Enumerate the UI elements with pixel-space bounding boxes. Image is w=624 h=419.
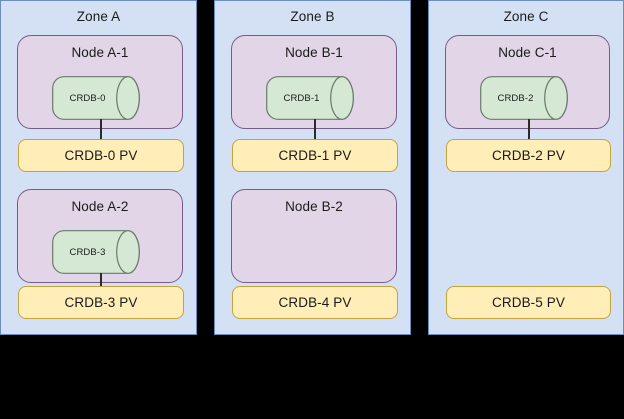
connector-crdb-1 (314, 119, 316, 139)
pv-crdb-3[interactable]: CRDB-3 PV (18, 286, 184, 319)
node-b-2[interactable]: Node B-2 (231, 189, 397, 283)
pod-crdb-1[interactable]: CRDB-1 (266, 76, 365, 120)
node-b-1-title: Node B-1 (285, 45, 343, 60)
node-c-1[interactable]: Node C-1 CRDB-2 (445, 35, 610, 129)
pod-crdb-0[interactable]: CRDB-0 (52, 76, 151, 120)
zone-b: Zone B Node B-1 CRDB-1 CRDB-1 PV Node B-… (214, 0, 411, 335)
node-a-1[interactable]: Node A-1 CRDB-0 (17, 35, 183, 129)
zone-a: Zone A Node A-1 CRDB-0 CRDB-0 PV Node A-… (0, 0, 197, 335)
pv-crdb-5[interactable]: CRDB-5 PV (446, 286, 611, 319)
node-a-2[interactable]: Node A-2 CRDB-3 (17, 189, 183, 283)
cylinder-icon (266, 76, 354, 120)
zone-c: Zone C Node C-1 CRDB-2 CRDB-2 PV CRDB-5 … (428, 0, 624, 335)
node-a-1-title: Node A-1 (71, 45, 129, 60)
cylinder-icon (52, 230, 140, 274)
cylinder-icon (480, 76, 568, 120)
zone-a-title: Zone A (76, 9, 121, 24)
node-c-1-title: Node C-1 (498, 45, 557, 60)
cylinder-icon (52, 76, 140, 120)
connector-crdb-2 (528, 119, 530, 139)
connector-crdb-0 (100, 119, 102, 139)
connector-crdb-3 (100, 273, 102, 293)
pod-crdb-2[interactable]: CRDB-2 (480, 76, 579, 120)
pod-crdb-3[interactable]: CRDB-3 (52, 230, 151, 274)
zone-b-title: Zone B (290, 9, 335, 24)
node-b-1[interactable]: Node B-1 CRDB-1 (231, 35, 397, 129)
node-a-2-title: Node A-2 (71, 199, 129, 214)
pv-crdb-2[interactable]: CRDB-2 PV (446, 139, 611, 172)
zone-c-title: Zone C (503, 9, 549, 24)
pv-crdb-4[interactable]: CRDB-4 PV (232, 286, 398, 319)
node-b-2-title: Node B-2 (285, 199, 343, 214)
pv-crdb-0[interactable]: CRDB-0 PV (18, 139, 184, 172)
pv-crdb-1[interactable]: CRDB-1 PV (232, 139, 398, 172)
